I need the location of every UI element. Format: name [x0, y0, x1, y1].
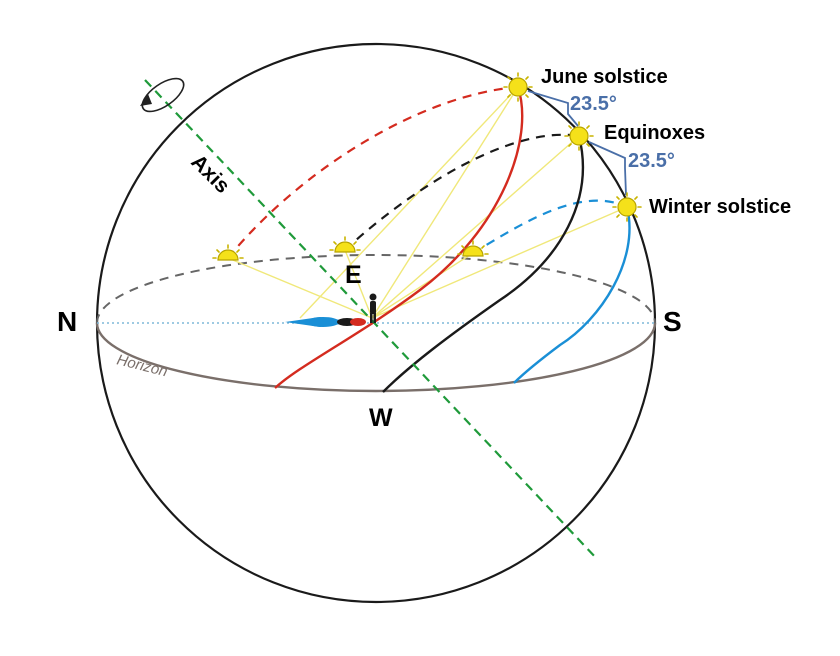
angle-bracket-bottom	[588, 141, 627, 196]
winter-path	[513, 206, 631, 384]
rotation-arrow-icon	[140, 77, 185, 113]
horizon-label: Horizon	[115, 351, 169, 380]
sun-icon	[212, 244, 244, 261]
angle-bracket-top	[527, 90, 579, 127]
north-label: N	[57, 306, 77, 337]
equinox-path	[382, 135, 584, 393]
sun-icon	[329, 236, 361, 253]
observer-shadows	[285, 317, 366, 327]
east-label: E	[345, 261, 362, 289]
axis-label: Axis	[186, 150, 234, 198]
horizon-front	[95, 322, 657, 393]
horizon-back	[96, 254, 656, 324]
winter-solstice-label: Winter solstice	[649, 196, 791, 218]
june-path-hidden	[227, 85, 519, 259]
sun-icon	[612, 192, 642, 222]
sun-icon	[503, 72, 533, 102]
equinoxes-label: Equinoxes	[604, 122, 705, 144]
angle-label-bottom: 23.5°	[628, 150, 675, 172]
june-solstice-label: June solstice	[541, 66, 668, 88]
june-path	[274, 86, 524, 389]
sun-icon	[457, 240, 489, 257]
south-label: S	[663, 306, 682, 337]
person-icon	[369, 293, 377, 323]
winter-path-hidden	[472, 199, 628, 254]
angle-label-top: 23.5°	[570, 93, 617, 115]
equinox-path-hidden	[344, 133, 580, 251]
west-label: W	[369, 404, 393, 432]
sun-rays	[227, 86, 628, 319]
